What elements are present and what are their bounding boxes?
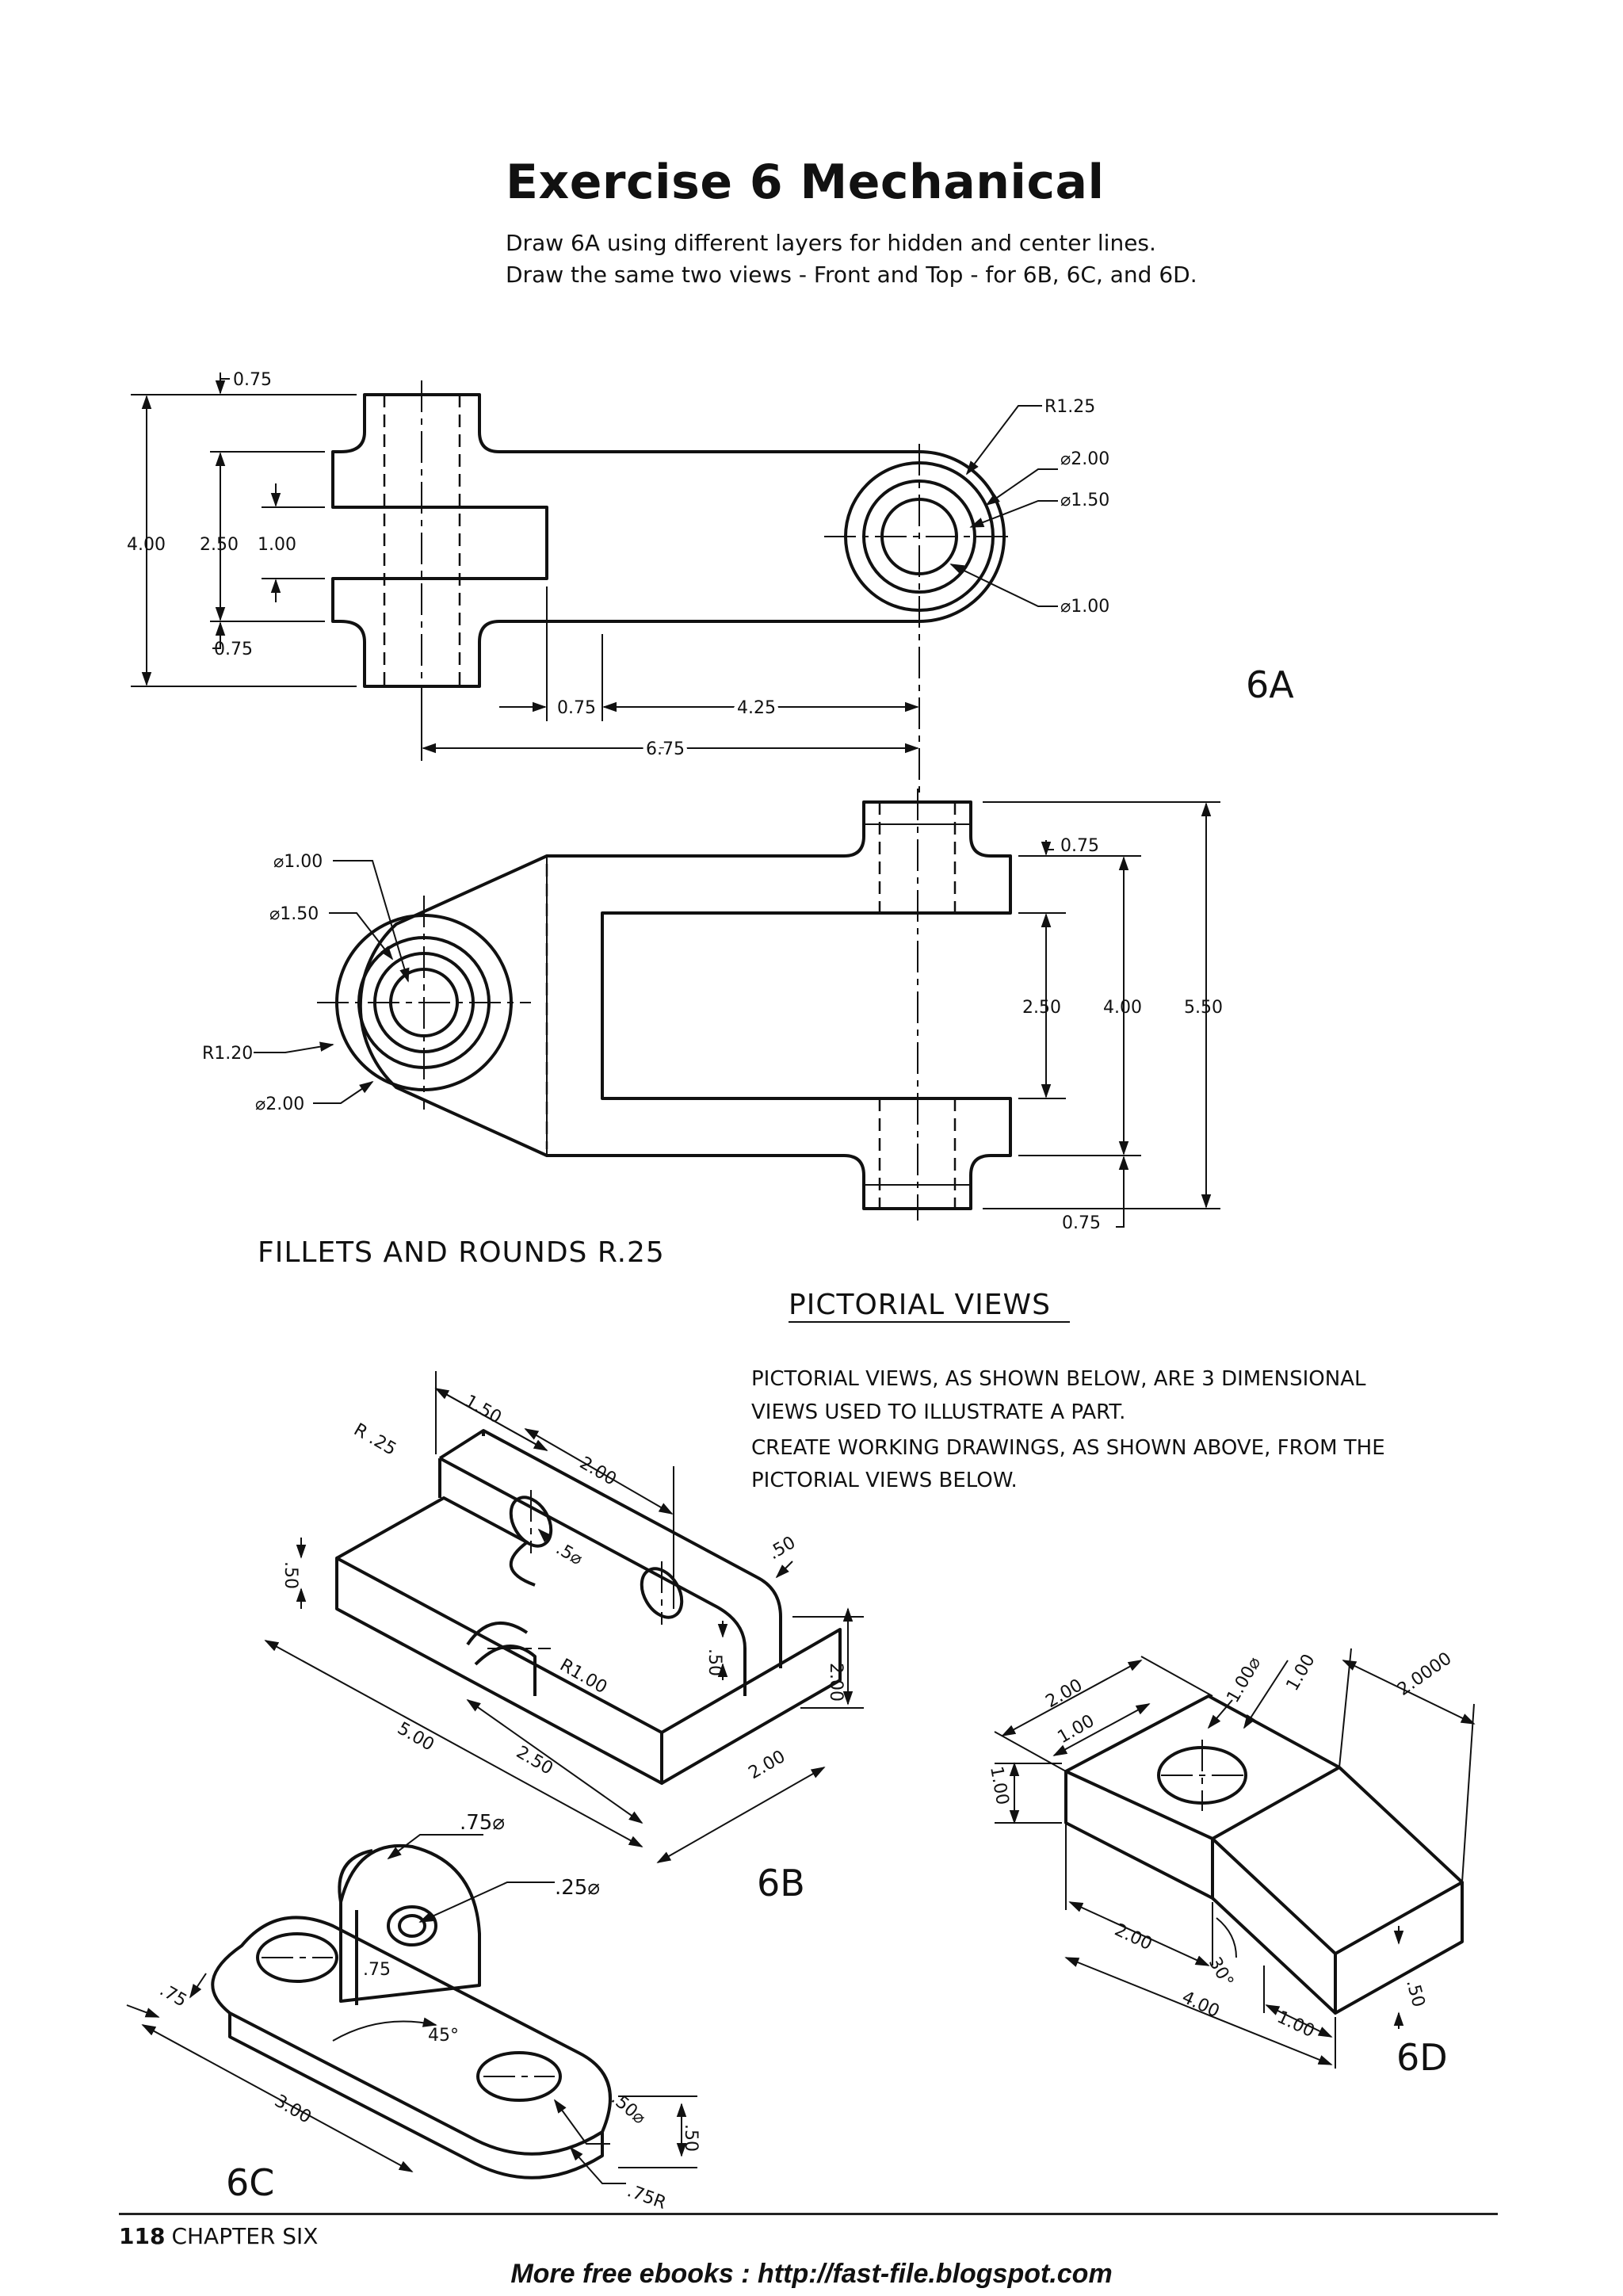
6a-dim-6.75: 6.75 [646, 739, 685, 759]
view-top: 0.75 2.50 4.00 5.50 0.75 ⌀1.00 ⌀1.50 R1.… [202, 789, 1223, 1269]
6d-dim-1.00-diameter: 1.00⌀ [1224, 1654, 1266, 1706]
6d-dim-1.00-bottom: 1.00 [1274, 2008, 1317, 2042]
6d-dim-1.00-height: 1.00 [986, 1765, 1012, 1807]
top-dim-4.00: 4.00 [1103, 998, 1142, 1018]
6d-dim-2.00-left: 2.00 [1043, 1675, 1086, 1712]
6c-angle-45: 45° [428, 2026, 459, 2046]
pictorial-heading: PICTORIAL VIEWS [789, 1289, 1051, 1321]
view-label-6a: 6A [1246, 663, 1294, 706]
6a-radius-r1.25: R1.25 [1044, 397, 1095, 417]
6b-dim-r.25: R .25 [350, 1420, 399, 1460]
pictorial-block: PICTORIAL VIEWS PICTORIAL VIEWS, AS SHOW… [751, 1289, 1385, 1492]
pictorial-text-1: PICTORIAL VIEWS, AS SHOWN BELOW, ARE 3 D… [751, 1367, 1366, 1391]
top-dim-5.50: 5.50 [1184, 998, 1223, 1018]
top-dim-0.75-top: 0.75 [1060, 836, 1099, 856]
6b-dim-.50-right-top: .50 [766, 1533, 800, 1564]
view-6c: .75⌀ .25⌀ .75 .75 45° 3.00 .50 .50⌀ .75R… [126, 1811, 701, 2214]
6c-dim-3.00: 3.00 [271, 2092, 315, 2128]
6b-dim-.5-diameter: .5⌀ [552, 1539, 586, 1570]
6b-dim-2.00-vertical: 2.00 [826, 1663, 846, 1702]
6c-dim-.75-left: .75 [156, 1981, 190, 2011]
6a-dim-2.50: 2.50 [200, 535, 239, 555]
6d-dim-2.00-bottom: 2.00 [1111, 1920, 1155, 1954]
6a-dim-4.00: 4.00 [127, 535, 166, 555]
6a-diameter-1.50: ⌀1.50 [1060, 491, 1109, 510]
view-6a: 0.75 4.00 2.50 1.00 0.75 0.75 4.25 6.75 … [127, 370, 1294, 793]
instruction-line-1: Draw 6A using different layers for hidde… [506, 230, 1156, 256]
6a-dim-0.75-bottom: 0.75 [214, 640, 253, 659]
top-diameter-1.50: ⌀1.50 [269, 904, 319, 924]
6b-dim-.50-left: .50 [281, 1561, 300, 1589]
6d-dim-.50: .50 [1402, 1977, 1428, 2009]
6d-dim-1.00-left: 1.00 [1055, 1711, 1098, 1748]
6a-dim-4.25: 4.25 [737, 698, 776, 718]
6c-dim-.75-boss: .75 [363, 1960, 391, 1980]
6b-dim-.50-middle: .50 [705, 1648, 724, 1676]
6a-outline [331, 393, 1006, 688]
footer-divider [119, 2213, 1498, 2215]
top-radius-r1.20: R1.20 [202, 1044, 253, 1064]
6a-diameter-2.00: ⌀2.00 [1060, 449, 1109, 469]
6a-dim-1.00: 1.00 [258, 535, 296, 555]
6d-dim-4.00: 4.00 [1178, 1988, 1222, 2022]
6a-dim-0.75-horizontal: 0.75 [557, 698, 596, 718]
top-diameter-1.00: ⌀1.00 [273, 852, 323, 872]
view-label-6c: 6C [226, 2161, 274, 2204]
pictorial-text-3: CREATE WORKING DRAWINGS, AS SHOWN ABOVE,… [751, 1436, 1385, 1460]
fillets-note: FILLETS AND ROUNDS R.25 [258, 1236, 665, 1269]
6c-dim-.50: .50 [681, 2124, 701, 2152]
6c-dim-.25-diameter: .25⌀ [555, 1876, 600, 1900]
chapter-label: CHAPTER SIX [171, 2223, 319, 2249]
6c-dim-.75-diameter: .75⌀ [460, 1811, 505, 1835]
pictorial-text-2: VIEWS USED TO ILLUSTRATE A PART. [751, 1400, 1125, 1424]
page-title: Exercise 6 Mechanical [506, 155, 1105, 210]
6d-dim-2.0000: 2.0000 [1394, 1648, 1455, 1700]
6a-dim-0.75-top: 0.75 [233, 370, 272, 390]
top-outline [358, 800, 1012, 1210]
view-label-6b: 6B [757, 1862, 805, 1904]
6d-dim-1.00-top: 1.00 [1283, 1651, 1319, 1694]
6b-dim-2.00-bottom: 2.00 [746, 1747, 789, 1783]
page-number: 118 [119, 2223, 166, 2249]
instruction-line-2: Draw the same two views - Front and Top … [506, 262, 1197, 288]
6d-angle-30: 30° [1205, 1954, 1237, 1991]
top-diameter-2.00: ⌀2.00 [255, 1095, 304, 1114]
top-dim-0.75-bottom: 0.75 [1062, 1213, 1101, 1233]
pictorial-text-4: PICTORIAL VIEWS BELOW. [751, 1469, 1018, 1492]
header: Exercise 6 Mechanical Draw 6A using diff… [506, 155, 1536, 291]
6a-diameter-1.00: ⌀1.00 [1060, 597, 1109, 617]
view-label-6d: 6D [1396, 2036, 1448, 2079]
6b-dim-5.00: 5.00 [394, 1719, 437, 1755]
top-dim-2.50: 2.50 [1022, 998, 1061, 1018]
view-6d: 2.00 1.00 1.00⌀ 1.00 2.0000 1.00 2.00 30… [986, 1648, 1476, 2079]
6c-dim-.50-diameter: .50⌀ [607, 2088, 649, 2128]
footer-ad: More free ebooks : http://fast-file.blog… [510, 2259, 1113, 2289]
6c-dim-.75r: .75R [624, 2181, 669, 2214]
